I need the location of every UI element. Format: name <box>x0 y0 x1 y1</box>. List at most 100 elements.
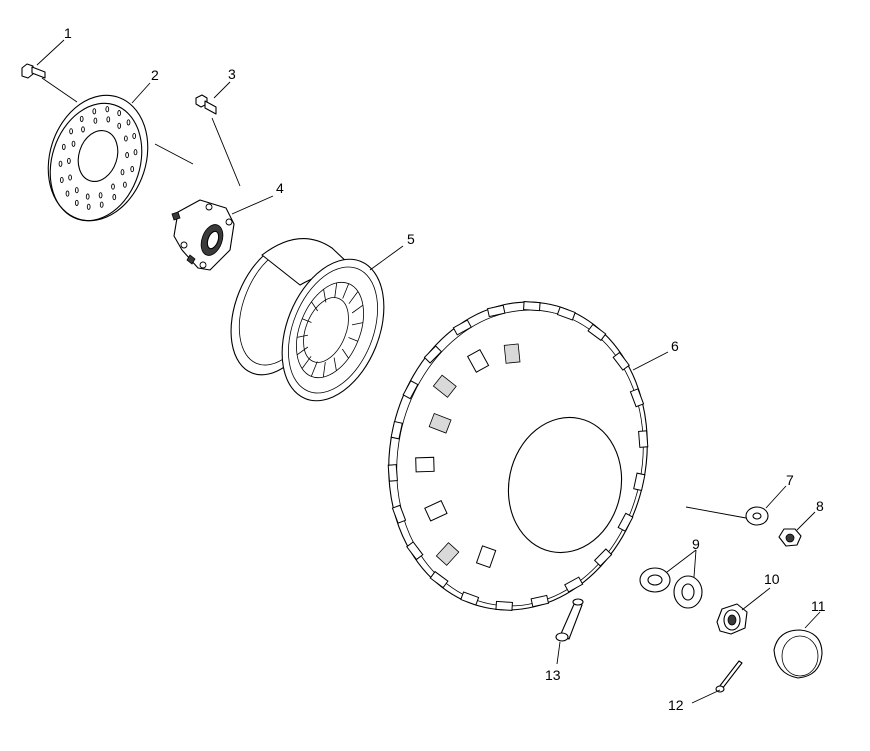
callout-7: 7 <box>786 472 794 488</box>
tire-tread-block <box>593 548 613 567</box>
rim-spoke-line <box>348 337 358 342</box>
disc-vent-hole <box>67 157 71 164</box>
disc-vent-hole <box>69 128 73 135</box>
disc-vent-hole <box>59 176 64 184</box>
part-11-dust-cap <box>773 629 823 679</box>
callout-numbers: 1 2 3 4 5 6 7 8 9 10 11 12 13 <box>64 25 826 713</box>
tire-tread-block <box>564 576 584 593</box>
callout-12: 12 <box>668 697 684 713</box>
disc-vent-hole <box>105 106 110 113</box>
disc-vent-hole <box>111 183 115 190</box>
tire-tread-block <box>428 413 452 434</box>
disc-vent-hole <box>126 119 131 126</box>
rim-spoke-line <box>348 291 359 304</box>
tire-tread-block <box>452 319 472 336</box>
callout-6: 6 <box>671 338 679 354</box>
part-6-tire <box>387 301 649 611</box>
disc-vent-hole <box>74 199 79 206</box>
rim-spoke-line <box>334 282 338 299</box>
tire-tread-block <box>556 306 576 321</box>
rim-spoke-line <box>333 357 337 371</box>
part-10-castle-nut <box>716 603 748 635</box>
disc-vent-hole <box>132 132 137 140</box>
rim-spoke-line <box>351 322 363 326</box>
disc-vent-hole <box>74 187 79 194</box>
callout-5: 5 <box>407 231 415 247</box>
tire-tread-block <box>486 304 506 318</box>
disc-vent-hole <box>65 190 70 197</box>
tire-tread-block <box>415 456 435 473</box>
part-12-cotter-pin <box>715 660 743 693</box>
callout-4: 4 <box>276 180 284 196</box>
tire-tread-block <box>612 351 630 371</box>
disc-vent-hole <box>117 122 122 129</box>
part-3-stud <box>195 94 241 187</box>
disc-vent-hole <box>125 152 129 159</box>
tire-tread-block <box>617 512 634 532</box>
callout-13: 13 <box>545 667 561 683</box>
disc-vent-hole <box>85 193 90 200</box>
callout-8: 8 <box>816 498 824 514</box>
rim-spoke-line <box>351 304 364 314</box>
part-7-washer <box>685 506 769 526</box>
tire-tread-block <box>466 348 490 373</box>
part-4-hub <box>171 199 235 271</box>
tire-tread-block <box>503 343 521 364</box>
tire-tread-block <box>530 594 550 608</box>
part-2-brake-disc <box>47 94 194 222</box>
disc-vent-hole <box>99 201 104 208</box>
callout-1: 1 <box>64 25 72 41</box>
rim-spoke-line <box>322 361 326 378</box>
disc-vent-hole <box>86 203 91 210</box>
disc-vent-hole <box>79 115 84 122</box>
disc-vent-hole <box>68 174 72 181</box>
disc-vent-hole <box>112 194 117 201</box>
tire-tread-block <box>633 472 646 492</box>
part-8-lock-nut <box>778 528 802 547</box>
part-13-valve-stem <box>555 598 584 642</box>
disc-vent-hole <box>98 192 103 199</box>
disc-vent-hole <box>120 169 125 176</box>
tire-tread-block <box>638 430 649 448</box>
tire-tread-block <box>460 591 480 606</box>
tire-tread-block <box>387 464 398 482</box>
tire-tread-block <box>406 541 424 561</box>
tire-tread-block <box>629 388 645 408</box>
disc-vent-hole <box>117 110 122 117</box>
callout-10: 10 <box>764 571 780 587</box>
disc-vent-hole <box>58 160 63 167</box>
part-5-wheel-rim <box>230 238 385 402</box>
disc-vent-hole <box>123 181 127 188</box>
disc-vent-hole <box>93 117 98 124</box>
tire-tread-block <box>391 504 407 524</box>
part-9-washers <box>639 567 703 609</box>
rim-spoke-line <box>301 356 312 369</box>
rim-spoke-line <box>342 283 350 299</box>
callout-11: 11 <box>811 598 826 614</box>
disc-vent-hole <box>130 166 135 173</box>
rim-spoke-line <box>311 301 319 312</box>
rim-spoke-line <box>297 334 309 338</box>
rim-spoke-line <box>323 289 327 303</box>
tire-tread-block <box>435 542 460 566</box>
tire-tread-block <box>587 323 607 342</box>
tire-tread-block <box>475 545 497 569</box>
leader-lines <box>36 39 821 704</box>
tire-tread-block <box>424 500 448 522</box>
tire-tread-block <box>432 374 457 398</box>
rim-spoke-line <box>310 361 318 377</box>
callout-2: 2 <box>151 67 159 83</box>
disc-vent-hole <box>61 143 66 150</box>
disc-vent-hole <box>81 126 85 133</box>
callout-9: 9 <box>692 536 700 552</box>
disc-vent-hole <box>92 108 97 115</box>
disc-vent-hole <box>71 140 76 147</box>
disc-vent-hole <box>106 116 111 123</box>
rim-spoke-line <box>341 348 349 359</box>
rim-spoke-line <box>302 318 312 323</box>
disc-vent-hole <box>124 135 128 142</box>
part-1-bolt <box>21 63 78 103</box>
tire-tread-block <box>402 380 419 400</box>
disc-vent-hole <box>133 149 138 156</box>
